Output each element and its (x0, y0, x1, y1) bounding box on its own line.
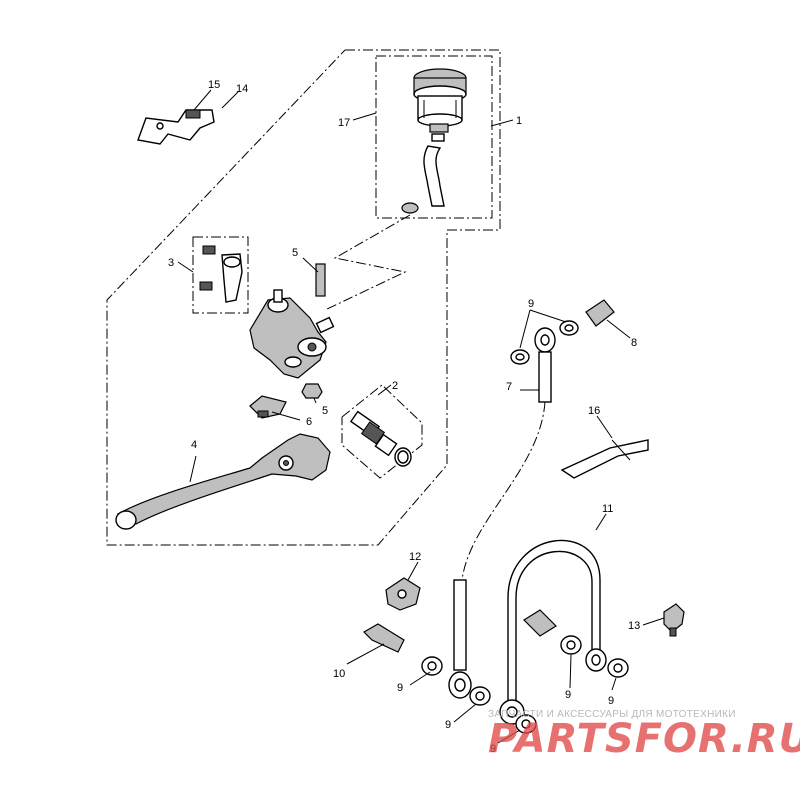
label-9-lower-c: 9 (490, 743, 496, 755)
bolt-5-upper (315, 263, 326, 297)
label-14: 14 (236, 83, 248, 95)
piston-kit (349, 410, 412, 467)
label-4: 4 (191, 439, 197, 451)
label-8: 8 (631, 337, 637, 349)
label-10: 10 (333, 668, 345, 680)
brake-switch-13 (663, 603, 685, 633)
wire-clip-16 (560, 439, 649, 479)
label-16: 16 (588, 405, 600, 417)
label-6: 6 (306, 416, 312, 428)
piston-kit-outline (341, 384, 423, 479)
watermark-logo: PARTSFOR.RU (488, 716, 800, 762)
clamp-kit-outline (192, 236, 249, 314)
reservoir-hose (423, 145, 445, 207)
banjo-bolt-lower (523, 609, 557, 637)
label-9-lower-d: 9 (565, 689, 571, 701)
leader-lines (177, 89, 665, 744)
banjo-bolt-8 (585, 299, 615, 327)
brake-pipe-straight (453, 579, 467, 671)
label-9-lower-e: 9 (608, 695, 614, 707)
reservoir-assembly-outline (375, 55, 493, 219)
label-9-top: 9 (528, 298, 534, 310)
label-3: 3 (168, 257, 174, 269)
label-5-upper: 5 (292, 247, 298, 259)
watermark-tagline: ЗАПЧАСТИ И АКСЕССУАРЫ ДЛЯ МОТОТЕХНИКИ (488, 709, 736, 720)
handlebar-clamp (199, 245, 243, 303)
reservoir-bracket (137, 109, 215, 145)
label-1: 1 (516, 115, 522, 127)
lever-ball-end (115, 510, 137, 530)
label-11: 11 (602, 503, 613, 515)
callout-labels: 1 17 2 3 4 5 5 6 7 8 9 9 9 9 9 9 10 11 1… (168, 79, 640, 755)
bracket-screw (185, 109, 201, 119)
label-2: 2 (392, 380, 398, 392)
banjo-bolt-10 (363, 623, 405, 653)
hose-route-dashed (324, 214, 411, 311)
label-9-lower-b: 9 (445, 719, 451, 731)
label-17: 17 (338, 117, 350, 129)
label-13: 13 (628, 620, 640, 632)
label-9-lower-a: 9 (397, 682, 403, 694)
reservoir (413, 68, 467, 142)
label-5-lower: 5 (322, 405, 328, 417)
master-cylinder-body (249, 289, 335, 379)
label-15: 15 (208, 79, 220, 91)
brake-line-dashed (461, 401, 546, 581)
brake-lever (116, 433, 331, 525)
nut-5-lower (301, 383, 323, 399)
label-12: 12 (409, 551, 421, 563)
brake-hose-upper (534, 327, 556, 403)
hose-clip-lower (401, 202, 419, 214)
label-7: 7 (506, 381, 512, 393)
